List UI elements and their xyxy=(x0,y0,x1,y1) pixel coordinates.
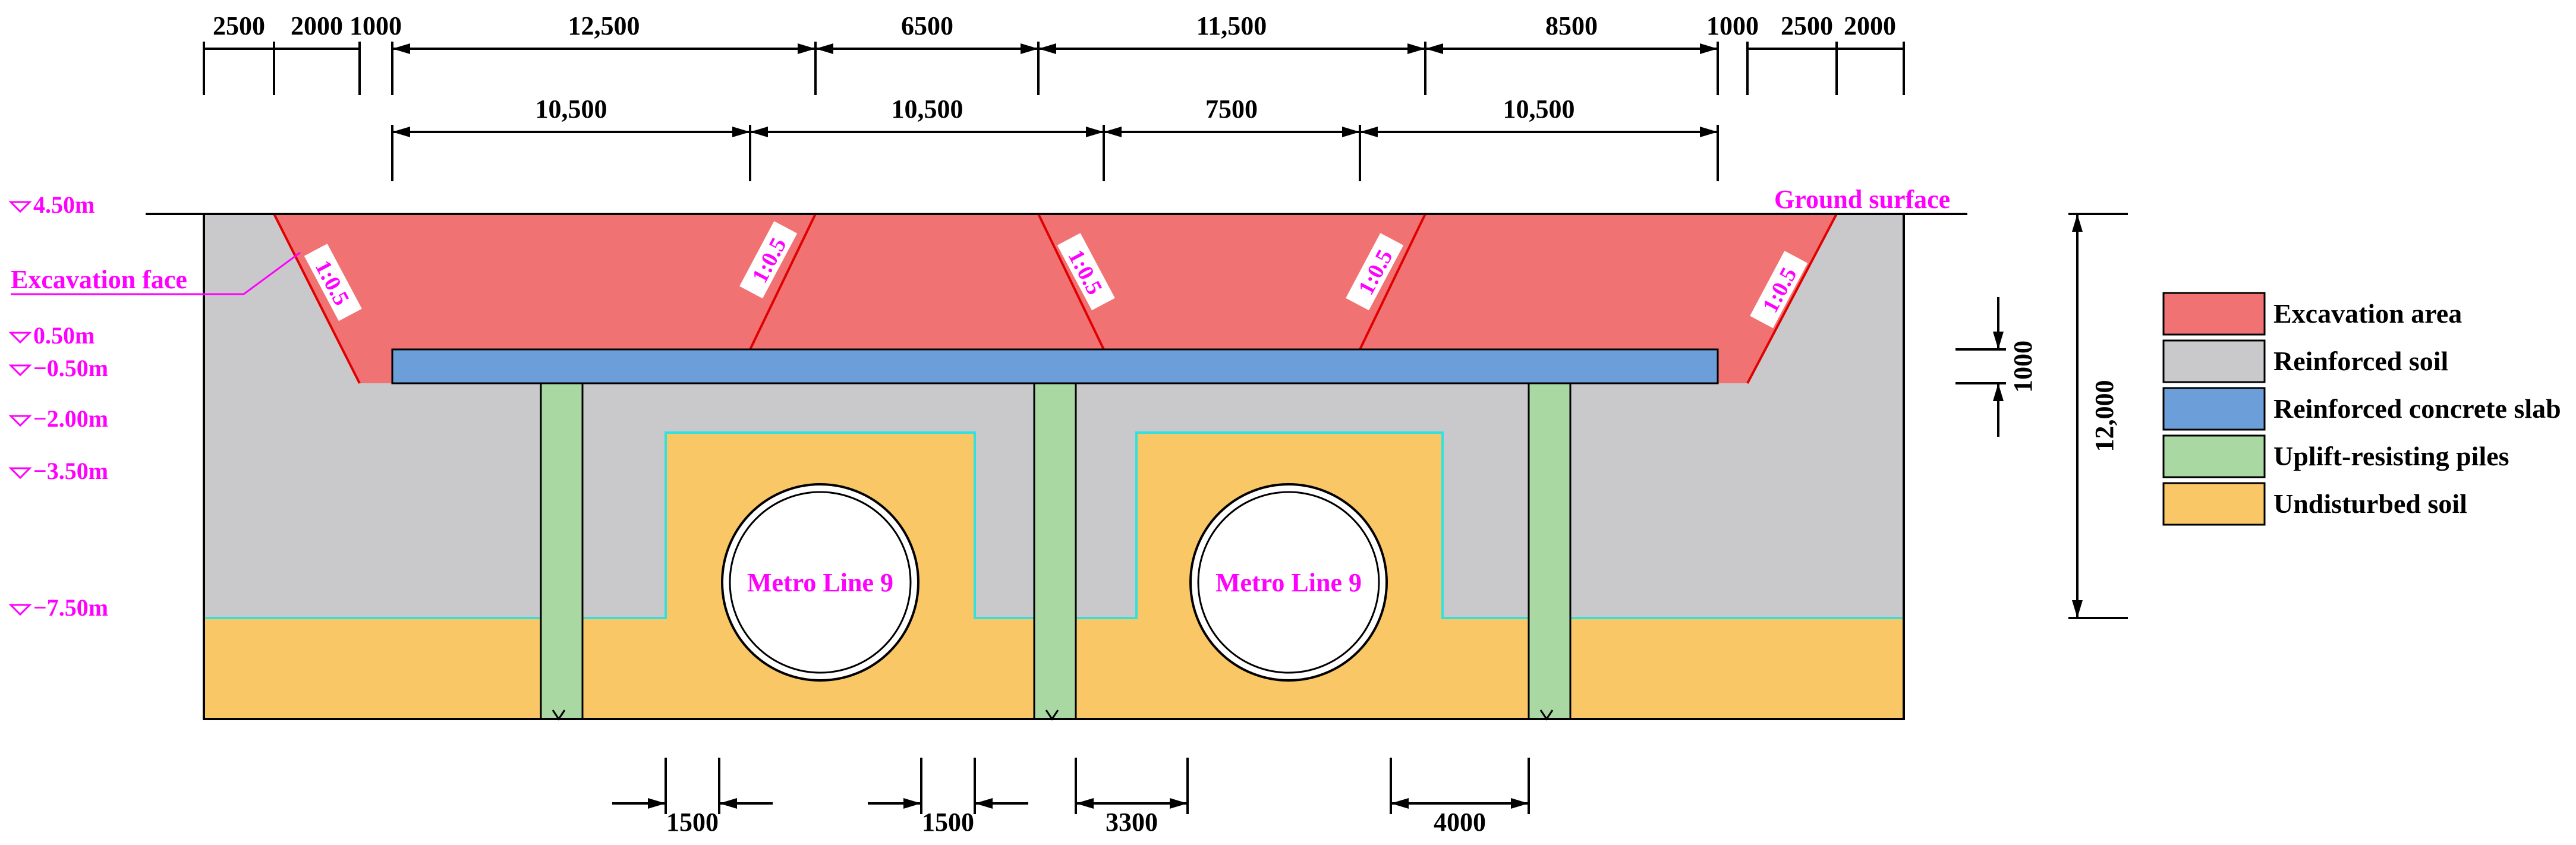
excavation-face-label: Excavation face xyxy=(11,265,187,294)
uplift-pile-3 xyxy=(1528,382,1572,720)
legend-swatch xyxy=(2162,292,2266,336)
dimension-bottom-3300: 3300 xyxy=(1075,758,1189,837)
uplift-pile-1 xyxy=(540,382,584,720)
level-marker-minus-2-00: −2.00m xyxy=(8,405,108,432)
level-triangle-icon xyxy=(8,364,32,377)
svg-text:1500: 1500 xyxy=(666,808,719,837)
legend-item-reinforced-soil: Reinforced soil xyxy=(2162,339,2448,383)
level-triangle-icon xyxy=(8,604,32,616)
tunnel-left-inner xyxy=(729,491,912,674)
dim-top-6500: 6500 xyxy=(901,11,953,40)
dim-right-1000: 1000 xyxy=(2008,340,2038,393)
excavation-face-right xyxy=(1746,213,1838,384)
excavation-division-2 xyxy=(1037,213,1105,350)
tunnel-right-label: Metro Line 9 xyxy=(1215,568,1362,597)
legend-swatch xyxy=(2162,434,2266,478)
dim-top-1000-left: 1000 xyxy=(349,11,402,40)
dimension-row-top-1: 2500 2000 1000 12,500 6500 11,500 8500 1… xyxy=(203,11,1905,95)
dim-top-2500-left: 2500 xyxy=(213,11,265,40)
svg-text:Undisturbed soil: Undisturbed soil xyxy=(2273,488,2467,519)
excavation-division-1 xyxy=(749,213,817,350)
svg-text:−0.50m: −0.50m xyxy=(33,355,108,381)
level-marker-minus-3-50: −3.50m xyxy=(8,458,108,484)
legend-item-piles: Uplift-resisting piles xyxy=(2162,434,2509,478)
level-triangle-icon xyxy=(8,201,32,213)
dimension-right-slab: 1000 xyxy=(1955,297,2038,437)
dimension-row-top-2: 10,500 10,500 7500 10,500 xyxy=(391,94,1719,181)
dim-top-11500: 11,500 xyxy=(1196,11,1267,40)
dim-right-12000: 12,000 xyxy=(2090,380,2119,452)
level-triangle-icon xyxy=(8,332,32,344)
dim-top-2500-right: 2500 xyxy=(1781,11,1833,40)
dim-top-8500: 8500 xyxy=(1545,11,1598,40)
legend-swatch xyxy=(2162,387,2266,431)
dim-top-2000-left: 2000 xyxy=(291,11,343,40)
excavation-face-left xyxy=(273,213,361,384)
uplift-pile-2 xyxy=(1033,382,1077,720)
dim-top-12500: 12,500 xyxy=(568,11,640,40)
svg-text:1500: 1500 xyxy=(922,808,974,837)
legend-swatch xyxy=(2162,482,2266,526)
dim-mid-10500-2: 10,500 xyxy=(892,94,963,124)
legend: Excavation area Reinforced soil Reinforc… xyxy=(2162,292,2561,526)
level-triangle-icon xyxy=(8,467,32,480)
tunnel-left-label: Metro Line 9 xyxy=(747,568,893,597)
svg-text:4.50m: 4.50m xyxy=(33,191,95,218)
tunnel-right-inner xyxy=(1197,491,1380,674)
dim-mid-7500: 7500 xyxy=(1205,94,1258,124)
level-marker-minus-0-50: −0.50m xyxy=(8,355,108,381)
dim-top-1000-right: 1000 xyxy=(1706,11,1759,40)
legend-swatch xyxy=(2162,339,2266,383)
legend-item-excavation: Excavation area xyxy=(2162,292,2462,336)
section-outline xyxy=(203,214,1905,720)
dimension-right-total: 12,000 xyxy=(2068,213,2128,619)
dim-mid-10500-1: 10,500 xyxy=(536,94,607,124)
excavation-division-3 xyxy=(1359,213,1426,350)
svg-text:0.50m: 0.50m xyxy=(33,322,95,349)
excavation-area xyxy=(274,214,1837,383)
level-marker-minus-7-50: −7.50m xyxy=(8,594,108,621)
svg-text:Reinforced concrete slab: Reinforced concrete slab xyxy=(2273,393,2561,424)
svg-text:Uplift-resisting piles: Uplift-resisting piles xyxy=(2273,441,2509,471)
dim-mid-10500-3: 10,500 xyxy=(1503,94,1575,124)
legend-item-concrete-slab: Reinforced concrete slab xyxy=(2162,387,2561,431)
svg-text:4000: 4000 xyxy=(1434,808,1486,837)
svg-text:−7.50m: −7.50m xyxy=(33,594,108,621)
svg-text:Reinforced soil: Reinforced soil xyxy=(2273,346,2448,376)
dimension-bottom-1500-left: 1500 xyxy=(612,758,773,837)
svg-text:−3.50m: −3.50m xyxy=(33,458,108,484)
level-marker-0-50: 0.50m xyxy=(8,322,95,349)
svg-text:Excavation area: Excavation area xyxy=(2273,298,2462,329)
legend-item-undisturbed-soil: Undisturbed soil xyxy=(2162,482,2467,526)
svg-text:−2.00m: −2.00m xyxy=(33,405,108,432)
dimension-bottom-1500-right: 1500 xyxy=(868,758,1028,837)
ground-surface-label: Ground surface xyxy=(1774,185,1950,214)
reinforced-concrete-slab xyxy=(391,348,1719,384)
level-marker-4-50: 4.50m xyxy=(8,191,95,218)
dim-top-2000-right: 2000 xyxy=(1844,11,1896,40)
dimension-bottom-4000: 4000 xyxy=(1390,758,1530,837)
excavation-face-leader xyxy=(11,251,301,295)
svg-text:3300: 3300 xyxy=(1106,808,1158,837)
level-triangle-icon xyxy=(8,415,32,427)
